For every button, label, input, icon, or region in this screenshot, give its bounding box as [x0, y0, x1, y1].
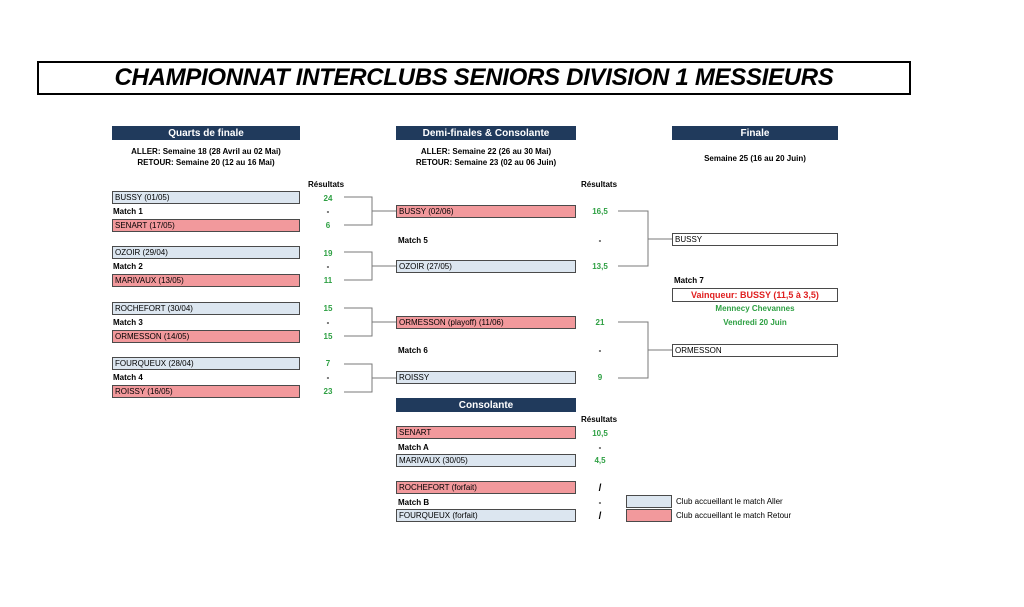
quarters-results-header: Résultats — [308, 180, 345, 189]
final-header: Finale — [672, 126, 838, 140]
qf3-score-away: 15 — [323, 332, 333, 341]
quarters-retour-schedule: RETOUR: Semaine 20 (12 au 16 Mai) — [137, 158, 275, 167]
sf1-match-label: Match 5 — [398, 236, 428, 245]
qf1-score-home: 24 — [323, 194, 333, 203]
legend-retour-swatch — [626, 509, 672, 522]
sf1-dash: - — [598, 236, 602, 245]
page-title: CHAMPIONNAT INTERCLUBS SENIORS DIVISION … — [37, 61, 911, 95]
legend-aller-text: Club accueillant le match Aller — [676, 497, 783, 506]
quarters-aller-schedule: ALLER: Semaine 18 (28 Avril au 02 Mai) — [131, 147, 281, 156]
final-team-2: ORMESSON — [672, 344, 838, 357]
qf1-dash: - — [326, 207, 330, 216]
qf1-home-team: BUSSY (01/05) — [112, 191, 300, 204]
qf3-away-team: ORMESSON (14/05) — [112, 330, 300, 343]
qf1-match-label: Match 1 — [113, 207, 143, 216]
qf4-score-home: 7 — [325, 359, 331, 368]
final-winner: Vainqueur: BUSSY (11,5 à 3,5) — [672, 288, 838, 302]
sf2-score-home: 21 — [595, 318, 605, 327]
sf2-home-team: ORMESSON (playoff) (11/06) — [396, 316, 576, 329]
consA-away-team: MARIVAUX (30/05) — [396, 454, 576, 467]
qf2-match-label: Match 2 — [113, 262, 143, 271]
qf2-home-team: OZOIR (29/04) — [112, 246, 300, 259]
qf3-score-home: 15 — [323, 304, 333, 313]
qf4-away-team: ROISSY (16/05) — [112, 385, 300, 398]
qf2-score-away: 11 — [323, 276, 333, 285]
consB-score-home: / — [598, 483, 602, 494]
final-venue: Mennecy Chevannes — [715, 304, 795, 313]
quarters-header: Quarts de finale — [112, 126, 300, 140]
qf4-score-away: 23 — [323, 387, 333, 396]
qf4-dash: - — [326, 373, 330, 382]
sf1-away-team: OZOIR (27/05) — [396, 260, 576, 273]
final-date: Vendredi 20 Juin — [723, 318, 787, 327]
consolante-results-header: Résultats — [581, 415, 618, 424]
consB-dash: - — [598, 498, 602, 507]
consB-score-away: / — [598, 511, 602, 522]
consA-score-away: 4,5 — [594, 456, 606, 465]
semis-aller-schedule: ALLER: Semaine 22 (26 au 30 Mai) — [420, 147, 552, 156]
qf2-score-home: 19 — [323, 249, 333, 258]
semis-retour-schedule: RETOUR: Semaine 23 (02 au 06 Juin) — [415, 158, 557, 167]
qf4-match-label: Match 4 — [113, 373, 143, 382]
legend-aller-swatch — [626, 495, 672, 508]
qf3-dash: - — [326, 318, 330, 327]
sf2-away-team: ROISSY — [396, 371, 576, 384]
qf1-score-away: 6 — [325, 221, 331, 230]
final-team-1: BUSSY — [672, 233, 838, 246]
qf2-away-team: MARIVAUX (13/05) — [112, 274, 300, 287]
consB-home-team: ROCHEFORT (forfait) — [396, 481, 576, 494]
semis-header: Demi-finales & Consolante — [396, 126, 576, 140]
qf3-home-team: ROCHEFORT (30/04) — [112, 302, 300, 315]
final-schedule: Semaine 25 (16 au 20 Juin) — [704, 154, 806, 163]
qf4-home-team: FOURQUEUX (28/04) — [112, 357, 300, 370]
sf1-home-team: BUSSY (02/06) — [396, 205, 576, 218]
final-match-label: Match 7 — [674, 276, 704, 285]
sf1-score-home: 16,5 — [592, 207, 608, 216]
consA-home-team: SENART — [396, 426, 576, 439]
consolante-header: Consolante — [396, 398, 576, 412]
legend-retour-text: Club accueillant le match Retour — [676, 511, 792, 520]
consA-score-home: 10,5 — [592, 429, 608, 438]
consB-away-team: FOURQUEUX (forfait) — [396, 509, 576, 522]
consB-match-label: Match B — [398, 498, 430, 507]
consA-dash: - — [598, 443, 602, 452]
sf1-score-away: 13,5 — [592, 262, 608, 271]
sf2-match-label: Match 6 — [398, 346, 428, 355]
sf2-dash: - — [598, 346, 602, 355]
qf3-match-label: Match 3 — [113, 318, 143, 327]
semis-results-header: Résultats — [581, 180, 618, 189]
qf1-away-team: SENART (17/05) — [112, 219, 300, 232]
consA-match-label: Match A — [398, 443, 429, 452]
sf2-score-away: 9 — [597, 373, 603, 382]
qf2-dash: - — [326, 262, 330, 271]
